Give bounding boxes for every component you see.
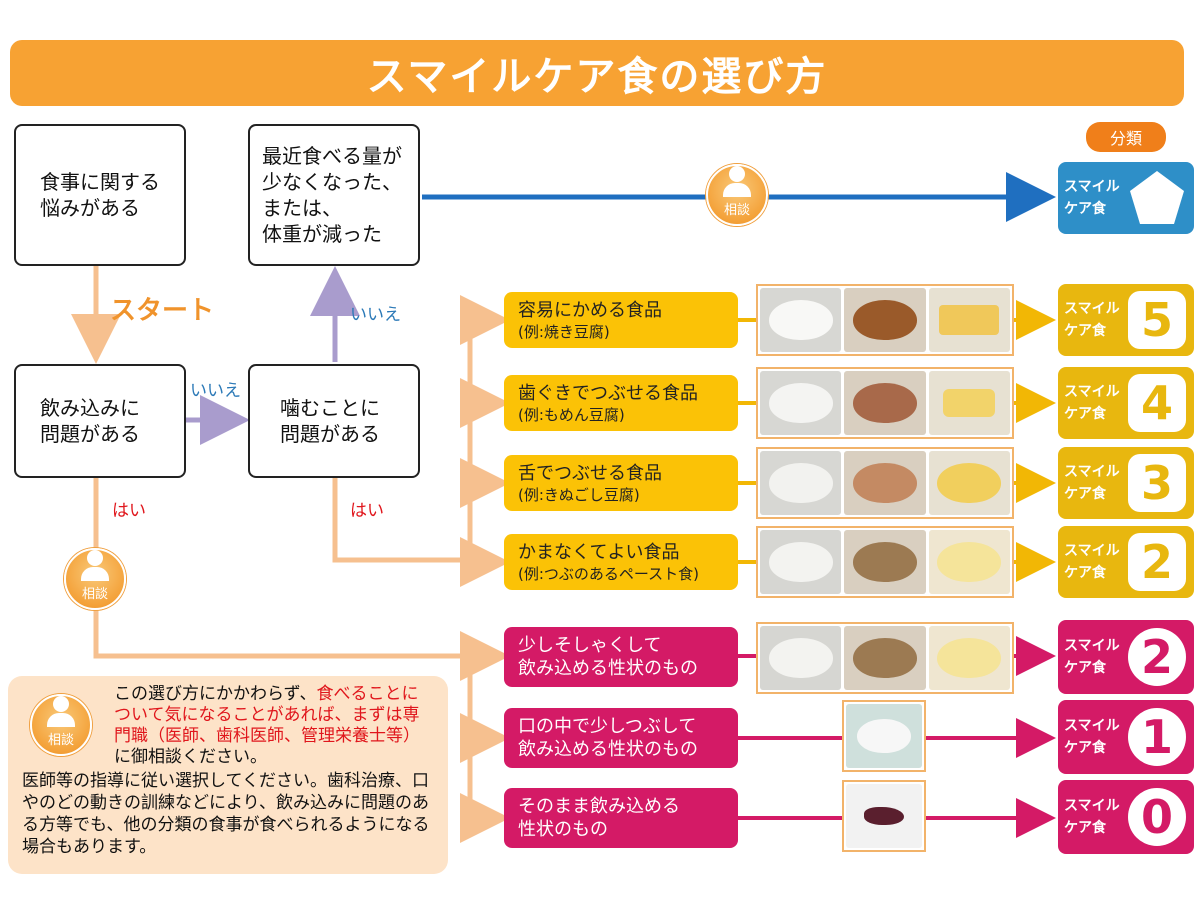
food-label-main: 舌でつぶせる食品 — [518, 462, 662, 484]
food-photo-1 — [842, 700, 926, 772]
question-chew-text: 噛むことに 問題がある — [280, 396, 380, 446]
stew-photo — [844, 451, 926, 515]
category-badge-blue: スマイル ケア食 — [1058, 162, 1194, 234]
porridge-photo — [760, 626, 842, 690]
category-badge-3: スマイル ケア食 3 — [1058, 447, 1194, 519]
question-appetite: 最近食べる量が 少なくなった、 または、 体重が減った — [248, 124, 420, 266]
food-label-2-magenta: 少しそしゃくして 飲み込める性状のもの — [504, 627, 738, 687]
food-label-main: 口の中で少しつぶして 飲み込める性状のもの — [518, 716, 698, 760]
question-chew: 噛むことに 問題がある — [248, 364, 420, 478]
category-badge-2-magenta: スマイル ケア食 2 — [1058, 620, 1194, 694]
food-label-main: 容易にかめる食品 — [518, 299, 662, 321]
category-badge-1: スマイル ケア食 1 — [1058, 700, 1194, 774]
rice-photo — [760, 371, 842, 435]
food-label-example: (例:焼き豆腐) — [518, 322, 610, 341]
badge-number: 2 — [1128, 533, 1186, 591]
note-lead-text: この選び方にかかわらず、食べることについて気になることがあれば、まずは専門職（医… — [114, 684, 432, 768]
consult-icon-note: 相談 — [30, 694, 92, 756]
badge-number: 1 — [1128, 708, 1186, 766]
food-label-1: 口の中で少しつぶして 飲み込める性状のもの — [504, 708, 738, 768]
jelly-spoon-photo — [846, 784, 922, 848]
badge-number: 4 — [1128, 374, 1186, 432]
badge-text: スマイル ケア食 — [1064, 718, 1120, 756]
food-label-3: 舌でつぶせる食品 (例:きぬごし豆腐) — [504, 455, 738, 511]
category-badge-2-yellow: スマイル ケア食 2 — [1058, 526, 1194, 598]
badge-text: スマイル ケア食 — [1064, 543, 1120, 581]
food-label-main: 少しそしゃくして 飲み込める性状のもの — [518, 635, 698, 679]
category-badge-4: スマイル ケア食 4 — [1058, 367, 1194, 439]
question-swallow-text: 飲み込みに 問題がある — [40, 396, 140, 446]
food-label-4: 歯ぐきでつぶせる食品 (例:もめん豆腐) — [504, 375, 738, 431]
consult-label: 相談 — [47, 733, 74, 748]
food-label-2-yellow: かまなくてよい食品 (例:つぶのあるペースト食) — [504, 534, 738, 590]
food-label-example: (例:つぶのあるペースト食) — [518, 564, 700, 583]
food-label-main: 歯ぐきでつぶせる食品 — [518, 382, 698, 404]
food-photos-4 — [756, 367, 1014, 439]
porridge-photo — [760, 530, 842, 594]
tofu-photo — [928, 288, 1010, 352]
food-photos-3 — [756, 447, 1014, 519]
note-lead-red: 食べることについて気になることがあれば、まずは専門職（医師、歯科医師、管理栄養士… — [114, 684, 420, 746]
food-label-5: 容易にかめる食品 (例:焼き豆腐) — [504, 292, 738, 348]
badge-text: スマイル ケア食 — [1064, 798, 1120, 836]
page-title: スマイルケア食の選び方 — [10, 40, 1184, 106]
consult-icon-left: 相談 — [64, 548, 126, 610]
note-lead-plain-1: この選び方にかかわらず、 — [114, 684, 317, 704]
food-label-example: (例:もめん豆腐) — [518, 405, 625, 424]
question-appetite-text: 最近食べる量が 少なくなった、 または、 体重が減った — [262, 144, 402, 246]
jelly-photo — [846, 704, 922, 768]
tofu-photo — [928, 451, 1010, 515]
paste-photo — [844, 530, 926, 594]
consult-label: 相談 — [723, 203, 750, 218]
consult-icon-top: 相談 — [706, 164, 768, 226]
food-photos-5 — [756, 284, 1014, 356]
badge-number: 2 — [1128, 628, 1186, 686]
badge-text: スマイル ケア食 — [1064, 638, 1120, 676]
badge-number: 5 — [1128, 291, 1186, 349]
answer-no-chew: いいえ — [350, 305, 401, 325]
rice-photo — [760, 451, 842, 515]
food-label-0: そのまま飲み込める 性状のもの — [504, 788, 738, 848]
answer-yes-swallow: はい — [112, 501, 146, 521]
badge-text: スマイル ケア食 — [1064, 464, 1120, 502]
badge-text: スマイル ケア食 — [1064, 384, 1120, 422]
category-badge-5: スマイル ケア食 5 — [1058, 284, 1194, 356]
answer-yes-chew: はい — [350, 501, 384, 521]
food-label-example: (例:きぬごし豆腐) — [518, 485, 640, 504]
question-worry: 食事に関する 悩みがある — [14, 124, 186, 266]
tofu-photo — [928, 371, 1010, 435]
food-label-main: そのまま飲み込める 性状のもの — [518, 796, 680, 840]
category-badge-0: スマイル ケア食 0 — [1058, 780, 1194, 854]
question-worry-text: 食事に関する 悩みがある — [40, 170, 160, 220]
food-photos-2-yellow — [756, 526, 1014, 598]
pudding-photo — [928, 626, 1010, 690]
note-body-text: 医師等の指導に従い選択してください。歯科治療、口やのどの動きの訓練などにより、飲… — [22, 771, 430, 857]
badge-text: スマイル ケア食 — [1064, 179, 1120, 217]
question-swallow: 飲み込みに 問題がある — [14, 364, 186, 478]
food-photo-0 — [842, 780, 926, 852]
stew-photo — [844, 371, 926, 435]
paste-photo — [844, 626, 926, 690]
stew-photo — [844, 288, 926, 352]
classification-header: 分類 — [1086, 122, 1166, 152]
food-label-main: かまなくてよい食品 — [518, 541, 680, 563]
badge-number: 0 — [1128, 788, 1186, 846]
start-label: スタート — [110, 296, 215, 326]
consult-label: 相談 — [81, 587, 108, 602]
rice-photo — [760, 288, 842, 352]
pudding-photo — [928, 530, 1010, 594]
pentagon-icon — [1130, 171, 1184, 224]
badge-number: 3 — [1128, 454, 1186, 512]
food-photos-2-magenta — [756, 622, 1014, 694]
badge-text: スマイル ケア食 — [1064, 301, 1120, 339]
answer-no-swallow: いいえ — [190, 381, 241, 401]
note-lead-plain-2: に御相談ください。 — [114, 747, 267, 767]
